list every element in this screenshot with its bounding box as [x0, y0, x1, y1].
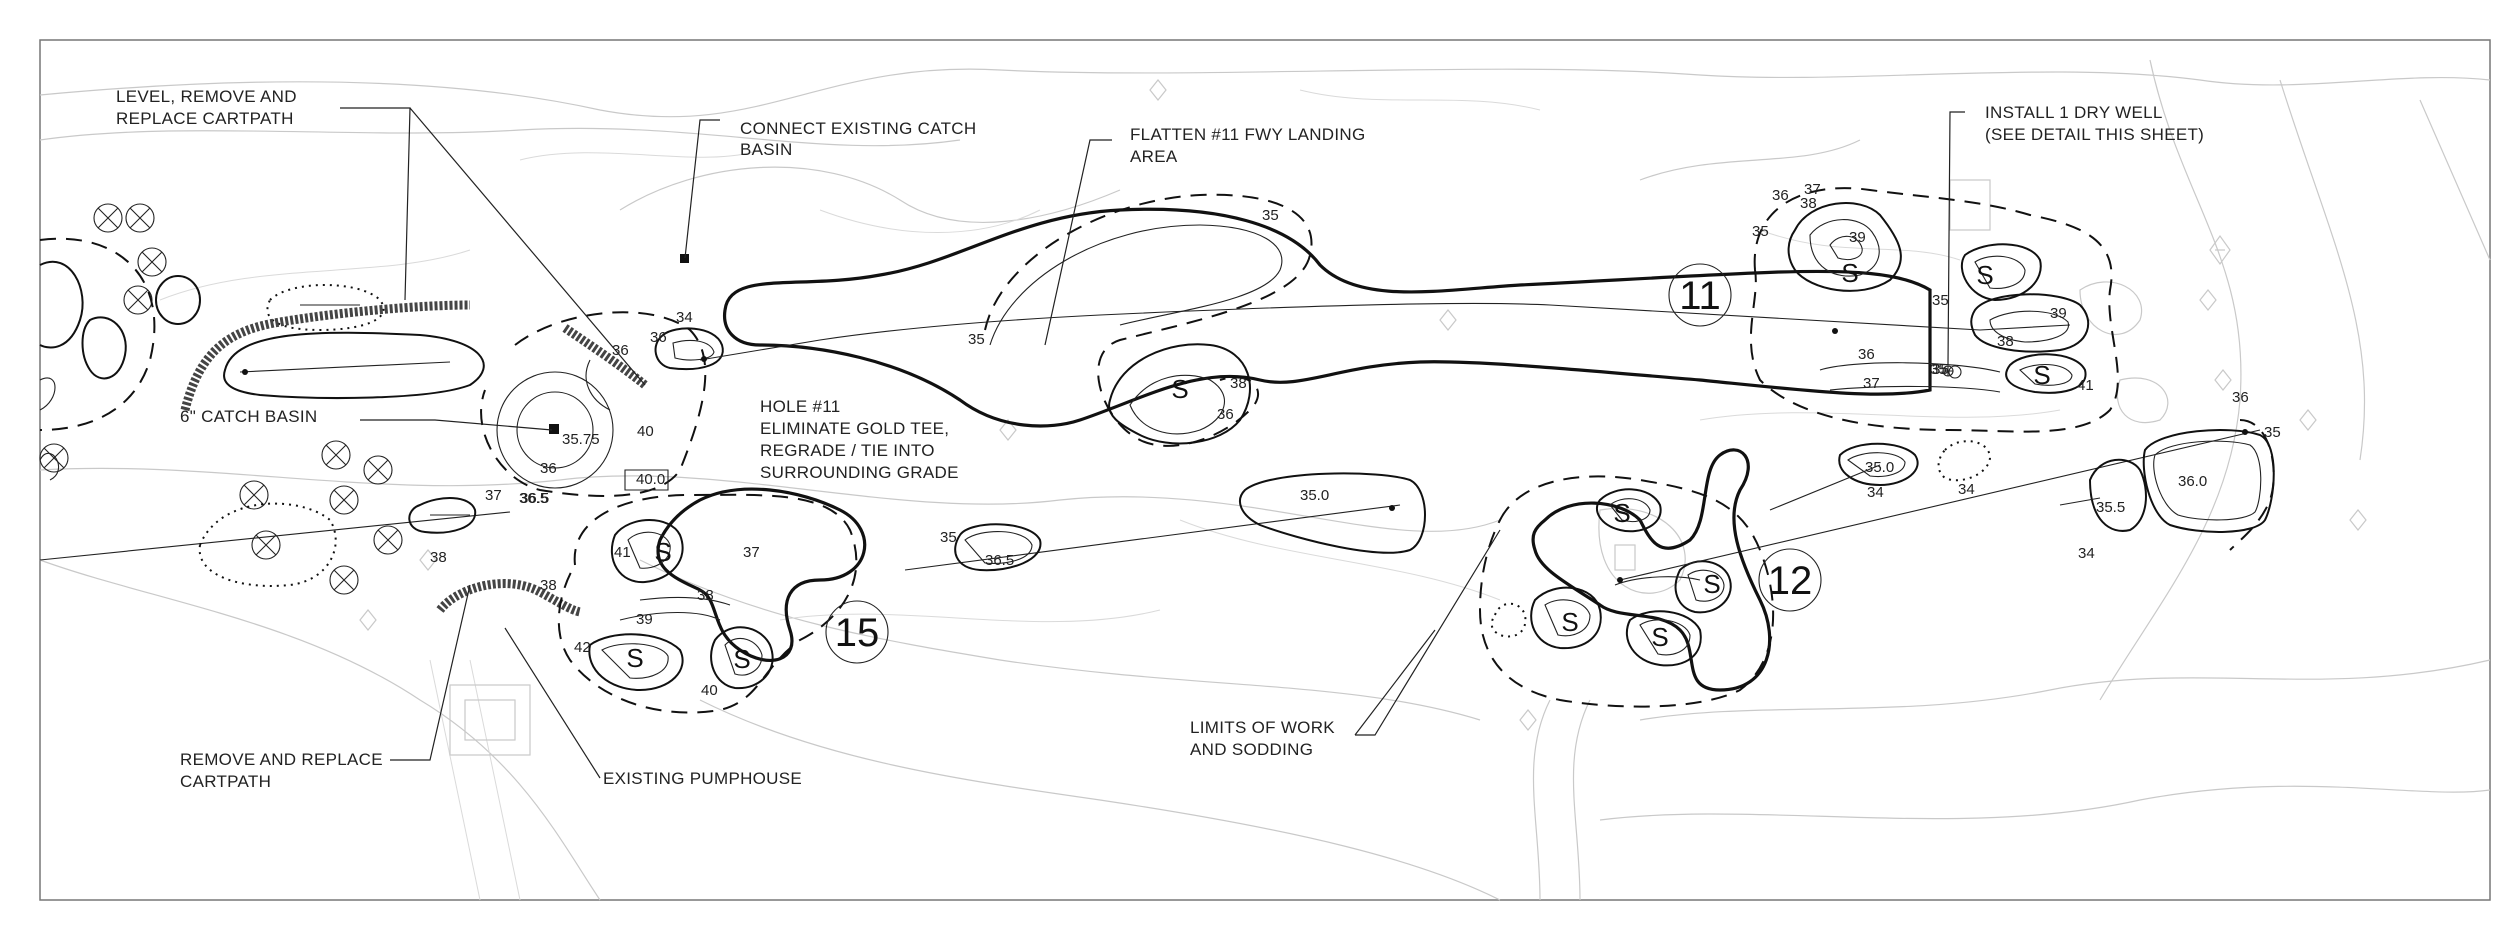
hole-number-15: 15: [835, 611, 880, 655]
contour-label: 36: [650, 329, 667, 346]
contour-label: 38: [430, 549, 447, 566]
contour-label: 36: [540, 460, 557, 477]
spot-grade: 36.5: [985, 552, 1014, 569]
contour-label: 35: [940, 529, 957, 546]
note-flatten-fairway-2: AREA: [1130, 147, 1178, 166]
contour-label: 35: [1932, 292, 1949, 309]
contour-label: 41: [2077, 377, 2094, 394]
bunker-symbol: S: [1703, 569, 1720, 599]
hole11-fairway: [699, 193, 2071, 447]
spot-grade: 36.0: [2178, 473, 2207, 490]
contour-label: 35: [1932, 361, 1949, 378]
hole-number-12: 12: [1768, 559, 1813, 603]
hole12-green-complex: [1478, 429, 2261, 708]
note-limits-of-work-2: AND SODDING: [1190, 740, 1313, 759]
contour-label: 36: [1772, 187, 1789, 204]
hole15-fairway-features: [904, 472, 1426, 572]
contour-label: 36: [1217, 406, 1234, 423]
note-hole11-tee-2: ELIMINATE GOLD TEE,: [760, 419, 949, 438]
spot-grade: 35.0: [1300, 487, 1329, 504]
note-flatten-fairway-1: FLATTEN #11 FWY LANDING: [1130, 125, 1366, 144]
bunker-symbol: S: [1841, 258, 1858, 288]
note-hole11-tee-4: SURROUNDING GRADE: [760, 463, 959, 482]
contour-label: 42: [574, 639, 591, 656]
leader-lines: [340, 107, 1965, 779]
contour-label: 35: [2264, 424, 2281, 441]
note-dry-well-2: (SEE DETAIL THIS SHEET): [1985, 125, 2204, 144]
note-remove-cartpath-1: REMOVE AND REPLACE: [180, 750, 383, 769]
contour-label: 38: [1230, 375, 1247, 392]
hole-number-11: 11: [1679, 274, 1721, 318]
bunker-symbol: S: [1561, 607, 1578, 637]
contour-label: 34: [676, 309, 693, 326]
note-remove-cartpath-2: CARTPATH: [180, 772, 271, 791]
bunker-symbol: S: [733, 644, 750, 674]
note-limits-of-work-1: LIMITS OF WORK: [1190, 718, 1335, 737]
contour-label: 37: [1804, 181, 1821, 198]
contour-label: 38: [540, 577, 557, 594]
spot-grade: 40.0: [636, 471, 665, 488]
contour-label: 39: [636, 611, 653, 628]
spot-grades: 35.75 40.0 36.5 35.0 36.5 35.0 35.5 36.0…: [520, 361, 2207, 569]
spot-grade: 35.75: [562, 431, 600, 448]
bunker-symbol: S: [626, 643, 643, 673]
spot-grade: 35: [1930, 361, 1947, 378]
hole12-tee-area: [1769, 419, 2275, 551]
cartpath-segments: [180, 300, 648, 617]
contour-label: 40: [637, 423, 654, 440]
contour-label: 37: [743, 544, 760, 561]
note-catch-basin-6in: 6" CATCH BASIN: [180, 407, 317, 426]
contour-label: 34: [1958, 481, 1975, 498]
note-hole11-tee-1: HOLE #11: [760, 397, 841, 416]
bunker-symbol: S: [1976, 260, 1993, 290]
note-dry-well-1: INSTALL 1 DRY WELL: [1985, 103, 2163, 122]
hole15-tee-area: [223, 331, 485, 534]
contour-label: 34: [2078, 545, 2095, 562]
note-level-cartpath-2: REPLACE CARTPATH: [116, 109, 294, 128]
hole15-green-complex: [557, 487, 867, 714]
catch-basin-area: [480, 254, 724, 497]
spot-grade: 35.0: [1865, 459, 1894, 476]
contour-label: 36: [612, 342, 629, 359]
contour-label: 39: [2050, 305, 2067, 322]
existing-features-background: [39, 59, 2491, 901]
hole11-green-complex: [1749, 187, 2119, 433]
note-level-cartpath-1: LEVEL, REMOVE AND: [116, 87, 297, 106]
contour-label: 37: [485, 487, 502, 504]
dry-well-symbol: [1942, 365, 1954, 377]
hole-numbers: 11 12 15: [825, 263, 1822, 664]
contour-label: 38: [697, 587, 714, 604]
contour-label: 35: [1262, 207, 1279, 224]
contour-label: 38: [1997, 333, 2014, 350]
contour-label: 37: [1863, 375, 1880, 392]
note-existing-pumphouse: EXISTING PUMPHOUSE: [603, 769, 802, 788]
contour-label: 36.5: [519, 490, 548, 507]
note-connect-catch-basin-2: BASIN: [740, 140, 793, 159]
bunker-labels: S S S S S S S S S S S: [626, 258, 2050, 674]
bunker-symbol: S: [1651, 622, 1668, 652]
annotation-notes: LEVEL, REMOVE AND REPLACE CARTPATH CONNE…: [116, 87, 2204, 791]
contour-label: 35: [968, 331, 985, 348]
bunker-symbol: S: [2033, 360, 2050, 390]
contour-label: 40: [701, 682, 718, 699]
sheet-border: [39, 39, 2491, 901]
note-hole11-tee-3: REGRADE / TIE INTO: [760, 441, 935, 460]
spot-grade: 35.5: [2096, 499, 2125, 516]
contour-label: 35: [1752, 223, 1769, 240]
trees-to-remove: [39, 203, 403, 595]
contour-label: 36: [2232, 389, 2249, 406]
left-edge-features: [39, 237, 511, 587]
contour-label: 34: [1867, 484, 1884, 501]
contour-labels: 34 36 36 40 36 36.5 37 38 38 41 37 38 39…: [430, 181, 2281, 699]
bunker-symbol: S: [654, 537, 671, 567]
contour-label: 41: [614, 544, 631, 561]
contour-label: 39: [1849, 229, 1866, 246]
contour-label: 38: [1800, 195, 1817, 212]
note-connect-catch-basin-1: CONNECT EXISTING CATCH: [740, 119, 976, 138]
spot-grade: 36.5: [520, 490, 549, 507]
bunker-symbol: S: [1171, 374, 1188, 404]
bunker-symbol: S: [1613, 498, 1630, 528]
contour-label: 36: [1858, 346, 1875, 363]
